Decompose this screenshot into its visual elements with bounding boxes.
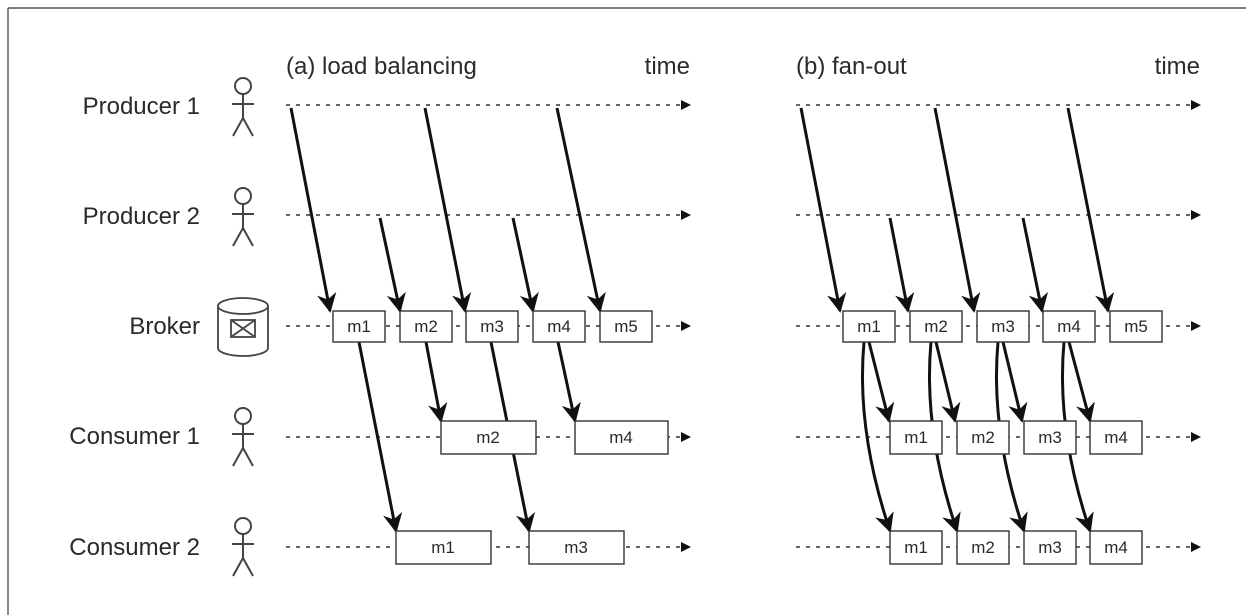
broker-mailbox-icon <box>217 297 269 357</box>
broker-message-box <box>1109 310 1163 343</box>
timeline-arrowhead <box>681 210 691 220</box>
consumer2-message-box <box>395 530 492 565</box>
consumer1-message-box <box>1023 420 1077 455</box>
consumer2-message-label: m1 <box>904 538 928 557</box>
consumer1-message-box <box>440 420 537 455</box>
broker-message-box <box>399 310 453 343</box>
consumer2-message-box <box>1023 530 1077 565</box>
message-arrow <box>933 107 981 313</box>
person-icon <box>232 187 254 247</box>
panel-b-title: (b) fan-out <box>796 53 907 80</box>
broker-message-label: m4 <box>1057 317 1081 336</box>
broker-message-label: m5 <box>1124 317 1148 336</box>
consumer1-message-box <box>956 420 1010 455</box>
broker-message-box <box>332 310 386 343</box>
panel-a-time-label: time <box>645 53 690 80</box>
timeline-arrowhead <box>1191 321 1201 331</box>
message-arrow <box>934 341 961 423</box>
consumer1-message-label: m2 <box>476 428 500 447</box>
consumer2-message-label: m3 <box>564 538 588 557</box>
message-arrow <box>1066 107 1115 313</box>
person-icon <box>232 517 254 577</box>
timeline-arrowhead <box>681 432 691 442</box>
person-icon <box>232 407 254 467</box>
message-arrow <box>867 341 895 423</box>
consumer2-message-box <box>1089 530 1143 565</box>
role-label-producer2: Producer 2 <box>83 203 200 230</box>
timeline-arrowhead <box>1191 542 1201 552</box>
message-arrow <box>861 341 894 533</box>
panel-a-title: (a) load balancing <box>286 53 477 80</box>
consumer1-message-box <box>574 420 669 455</box>
message-arrow <box>1001 341 1028 423</box>
consumer1-message-label: m2 <box>971 428 995 447</box>
message-arrow <box>555 107 606 313</box>
consumer1-message-label: m3 <box>1038 428 1062 447</box>
timeline-arrowhead <box>681 321 691 331</box>
consumer2-message-label: m3 <box>1038 538 1062 557</box>
role-label-producer1: Producer 1 <box>83 93 200 120</box>
message-arrow <box>378 217 406 313</box>
role-label-consumer1: Consumer 1 <box>69 423 200 450</box>
consumer2-message-label: m1 <box>431 538 455 557</box>
consumer2-message-label: m4 <box>1104 538 1128 557</box>
broker-message-label: m5 <box>614 317 638 336</box>
broker-message-box <box>909 310 963 343</box>
message-arrow <box>556 341 581 423</box>
broker-message-label: m3 <box>480 317 504 336</box>
message-arrow <box>357 341 403 533</box>
broker-message-box <box>465 310 519 343</box>
consumer2-message-label: m2 <box>971 538 995 557</box>
consumer1-message-label: m4 <box>1104 428 1128 447</box>
broker-message-label: m1 <box>857 317 881 336</box>
message-arrow <box>511 217 539 313</box>
message-arrow <box>1067 341 1095 423</box>
consumer2-message-box <box>956 530 1010 565</box>
timeline-arrowhead <box>681 542 691 552</box>
broker-message-box <box>532 310 586 343</box>
message-arrow <box>289 107 337 313</box>
message-arrow <box>424 341 448 423</box>
broker-message-label: m1 <box>347 317 371 336</box>
role-label-consumer2: Consumer 2 <box>69 534 200 561</box>
timeline-arrowhead <box>1191 210 1201 220</box>
consumer1-message-box <box>889 420 943 455</box>
broker-message-label: m3 <box>991 317 1015 336</box>
broker-message-label: m4 <box>547 317 571 336</box>
timeline-arrowhead <box>1191 100 1201 110</box>
message-arrow <box>799 107 847 313</box>
panel-b-time-label: time <box>1155 53 1200 80</box>
broker-message-box <box>976 310 1030 343</box>
broker-message-box <box>599 310 653 343</box>
consumer1-message-label: m4 <box>609 428 633 447</box>
broker-message-box <box>842 310 896 343</box>
broker-message-box <box>1042 310 1096 343</box>
broker-message-label: m2 <box>924 317 948 336</box>
message-arrow <box>1021 217 1049 313</box>
consumer2-message-box <box>528 530 625 565</box>
person-icon <box>232 77 254 137</box>
broker-message-label: m2 <box>414 317 438 336</box>
timeline-arrowhead <box>681 100 691 110</box>
consumer2-message-box <box>889 530 943 565</box>
timeline-arrowhead <box>1191 432 1201 442</box>
message-arrow <box>888 217 915 313</box>
consumer1-message-label: m1 <box>904 428 928 447</box>
consumer1-message-box <box>1089 420 1143 455</box>
message-arrow <box>423 107 472 313</box>
role-label-broker: Broker <box>129 313 200 340</box>
